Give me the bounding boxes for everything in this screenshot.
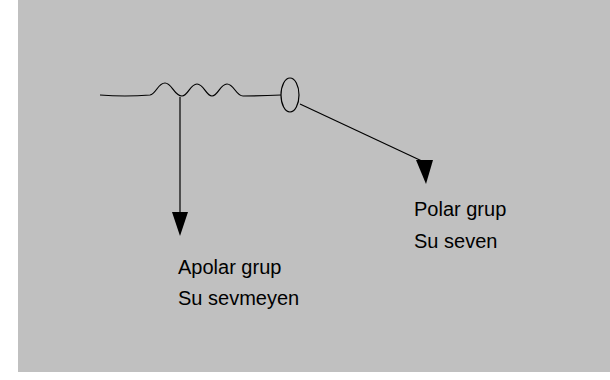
group-property: Su sevmeyen xyxy=(178,286,299,310)
polar-head xyxy=(281,78,299,112)
group-property: Su seven xyxy=(414,229,497,253)
arrowhead xyxy=(172,212,188,236)
group-label: Polar grup xyxy=(414,197,506,221)
arrowhead xyxy=(416,160,433,184)
grey-ground xyxy=(18,0,610,372)
label-holder: Apolar grup xyxy=(178,255,281,279)
leader-line xyxy=(179,97,180,214)
group-label: Apolar grup xyxy=(178,255,281,279)
leader-line xyxy=(300,104,424,162)
label-holder: Su sevmeyen xyxy=(178,286,299,310)
label-holder: Polar grup xyxy=(414,197,506,221)
label-holder: Su seven xyxy=(414,229,497,253)
apolar-tail xyxy=(100,83,281,96)
